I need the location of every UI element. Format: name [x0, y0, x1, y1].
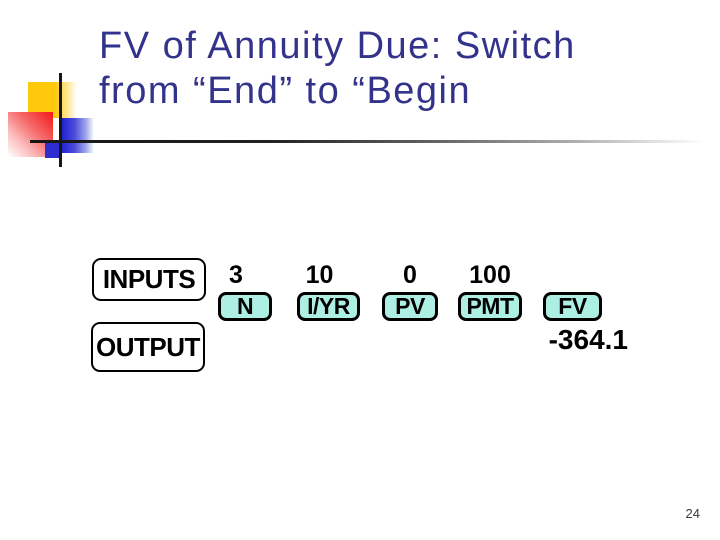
logo-vertical-line: [59, 73, 62, 167]
output-label: OUTPUT: [96, 331, 200, 362]
page-title: FV of Annuity Due: Switch from “End” to …: [99, 24, 699, 114]
inputs-label: INPUTS: [102, 264, 196, 294]
calc-key-fv: FV: [543, 292, 602, 321]
calc-key-pmt: PMT: [458, 292, 522, 321]
calc-key-pv: PV: [382, 292, 438, 321]
logo-blue-small-square-icon: [45, 140, 62, 158]
page-title-line2: from “End” to “Begin: [99, 70, 472, 112]
page-number: 24: [685, 506, 700, 521]
register-value-iyr: 10: [305, 261, 334, 289]
title-underline-rule: [30, 140, 718, 143]
page-title-line1: FV of Annuity Due: Switch: [99, 25, 576, 67]
logo-blue-square-icon: [62, 118, 94, 153]
calc-result: -364.1: [548, 324, 628, 355]
calc-key-iyr: I/YR: [297, 292, 360, 321]
register-value-pv: 0: [403, 261, 417, 289]
inputs-box: INPUTS: [92, 258, 206, 301]
output-box: OUTPUT: [91, 322, 205, 372]
register-value-n: 3: [229, 261, 243, 289]
calc-key-n: N: [218, 292, 272, 321]
register-value-pmt: 100: [469, 261, 511, 289]
